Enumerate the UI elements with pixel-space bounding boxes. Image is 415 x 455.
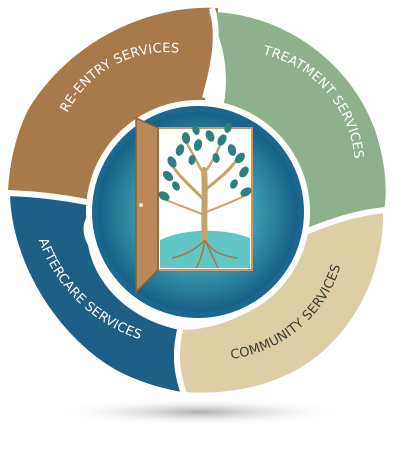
- ground-shadow: [50, 398, 350, 426]
- segment-separators: [5, 7, 387, 396]
- tree-leaves: [158, 123, 252, 201]
- door-knob: [139, 203, 143, 207]
- segment-treatment: [208, 12, 386, 230]
- tree-roots: [171, 239, 239, 269]
- segment-community: [176, 210, 384, 393]
- open-door: [135, 116, 159, 294]
- ground-water: [160, 230, 250, 268]
- segment-reentry: [8, 7, 218, 205]
- segment-aftercare: [10, 195, 182, 392]
- door-tree-icon: [135, 116, 253, 294]
